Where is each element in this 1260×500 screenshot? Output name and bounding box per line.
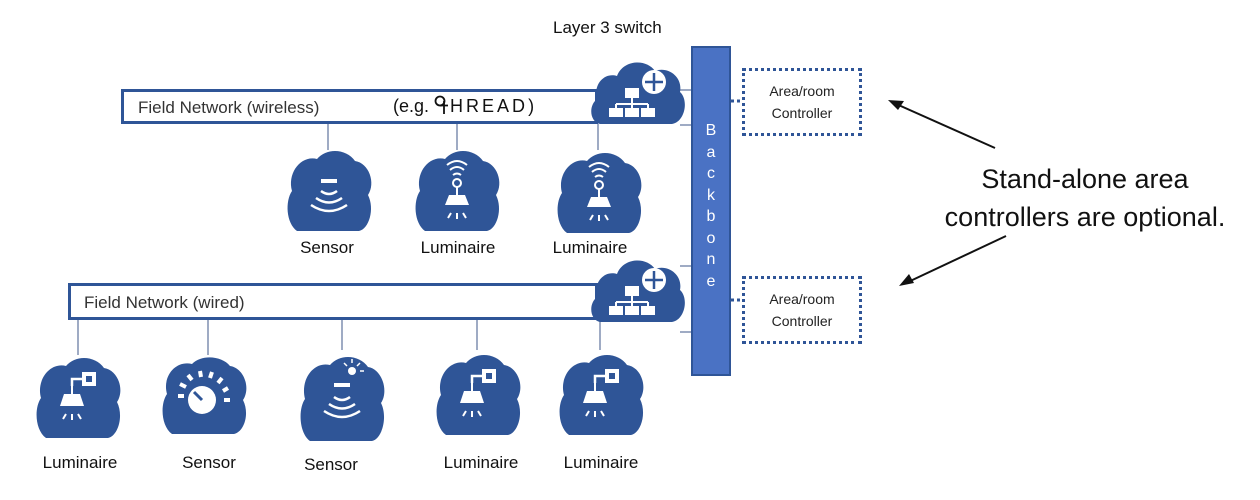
wireless-luminaire-icon	[415, 150, 500, 231]
backbone-letter: n	[706, 251, 716, 268]
wired-light-sensor-device	[296, 347, 388, 452]
backbone-letter: o	[706, 229, 716, 247]
wired-field-network	[68, 283, 598, 320]
wireless-luminaire-icon	[557, 152, 642, 233]
light-sensor-icon	[300, 356, 385, 441]
wireless-luminaire-device-1	[411, 143, 503, 243]
wired-luminaire-device-1	[32, 350, 124, 450]
backbone-letter: k	[707, 186, 715, 204]
switch-icon	[591, 62, 685, 124]
wired-luminaire-icon	[36, 357, 121, 438]
annotation-arrow-lower	[905, 235, 1007, 284]
thread-brand: HREAD	[450, 96, 529, 116]
annotation-line2: controllers are optional.	[944, 202, 1226, 232]
annotation-line1: Stand-alone area	[981, 164, 1189, 194]
wired-device-label: Luminaire	[443, 453, 519, 472]
switch-icon	[591, 260, 685, 322]
wired-device-label: Luminaire	[42, 453, 118, 472]
wireless-field-network	[121, 89, 598, 124]
controller-line1: Area/room	[769, 291, 835, 307]
wireless-network-label: Field Network (wireless)	[138, 98, 320, 117]
backbone-letter: e	[706, 272, 716, 290]
wired-dial-sensor-device	[158, 352, 250, 447]
switch-label: Layer 3 switch	[553, 18, 662, 37]
dial-sensor-icon	[162, 357, 247, 434]
wired-luminaire-icon	[559, 354, 644, 435]
wireless-device-label: Luminaire	[552, 238, 628, 257]
thread-logo-icon	[434, 95, 450, 114]
thread-example-prefix: (e.g.	[393, 96, 430, 116]
area-room-controller-upper: Area/room Controller	[742, 68, 862, 136]
backbone-letter: B	[705, 122, 717, 139]
thread-example: (e.g. HREAD)	[393, 95, 534, 117]
wired-luminaire-device-3	[555, 347, 647, 447]
controller-line2: Controller	[771, 105, 833, 121]
backbone: B a c k b o n e	[691, 46, 731, 376]
backbone-letter: c	[707, 165, 715, 182]
backbone-letter: b	[706, 208, 716, 225]
wireless-luminaire-device-2	[553, 145, 645, 245]
wired-device-label: Luminaire	[563, 453, 639, 472]
backbone-letter: a	[706, 143, 716, 161]
area-room-controller-lower: Area/room Controller	[742, 276, 862, 344]
annotation-arrow-upper	[893, 102, 996, 149]
thread-example-suffix: )	[528, 96, 535, 116]
annotation-text: Stand-alone area controllers are optiona…	[935, 160, 1235, 236]
wireless-device-label: Sensor	[300, 238, 354, 257]
wireless-sensor-device	[283, 143, 375, 243]
wired-network-label: Field Network (wired)	[84, 293, 245, 312]
wired-luminaire-icon	[436, 354, 521, 435]
layer3-switch-upper	[588, 52, 688, 147]
controller-line2: Controller	[771, 313, 833, 329]
sensor-icon	[287, 150, 372, 231]
wired-luminaire-device-2	[432, 347, 524, 447]
layer3-switch-lower	[588, 250, 688, 345]
wired-device-label: Sensor	[182, 453, 236, 472]
wireless-device-label: Luminaire	[420, 238, 496, 257]
wired-device-label: Sensor	[304, 455, 358, 474]
controller-line1: Area/room	[769, 83, 835, 99]
